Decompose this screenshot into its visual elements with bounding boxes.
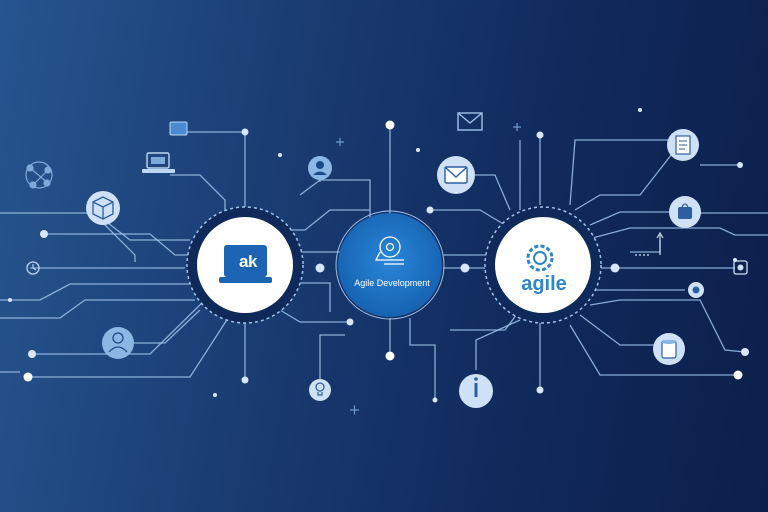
cylinder-icon — [653, 333, 685, 365]
line-l5 — [0, 299, 195, 319]
node-dot — [737, 162, 743, 168]
laptop-icon — [142, 152, 175, 173]
line-cr3 — [430, 209, 506, 226]
clock-icon — [26, 261, 40, 275]
line-r8 — [589, 299, 746, 353]
hub-right — [484, 206, 602, 324]
plus-mark — [350, 405, 359, 415]
person-icon — [102, 327, 134, 359]
cube-icon — [86, 191, 120, 225]
headset-icon — [374, 236, 404, 265]
line-l1 — [0, 212, 190, 241]
node-dot — [638, 108, 642, 112]
line-l7 — [28, 314, 231, 378]
node-dot — [460, 263, 470, 273]
line-l18 — [279, 309, 350, 323]
right-hub-label: agile — [521, 273, 567, 295]
line-l2 — [44, 233, 200, 256]
node-dot — [733, 370, 743, 380]
line-r10 — [569, 324, 738, 376]
bag-icon — [669, 196, 701, 228]
gear-icon — [526, 244, 554, 272]
node-dot — [432, 397, 438, 403]
node-dot — [8, 298, 12, 302]
lightbulb-icon — [309, 379, 331, 401]
node-dot — [426, 206, 434, 214]
node-dots — [8, 108, 749, 403]
line-r3 — [589, 211, 670, 226]
line-l4 — [0, 283, 190, 301]
hub-center-ring — [335, 210, 445, 320]
node-dot — [315, 263, 325, 273]
line-l12 — [180, 131, 246, 212]
node-dot — [40, 230, 48, 238]
line-l10 — [99, 219, 136, 262]
user-icon — [308, 156, 332, 180]
laptop-icon — [219, 245, 272, 283]
node-dot — [278, 153, 282, 157]
node-dot — [536, 131, 544, 139]
line-cr7 — [450, 309, 521, 331]
line-r1 — [574, 149, 676, 211]
laptop-screen-text: ak — [239, 252, 257, 271]
line-c3 — [319, 334, 345, 390]
folder-icon — [169, 121, 188, 136]
node-dot — [23, 372, 33, 382]
line-l6 — [32, 299, 206, 355]
mail-icon — [437, 156, 475, 194]
line-r2 — [569, 139, 670, 206]
line-l15 — [299, 179, 371, 232]
line-cr4 — [470, 174, 511, 211]
hub-center — [335, 210, 445, 320]
hub-right-disc — [495, 217, 591, 313]
line-r9 — [579, 314, 660, 346]
center-hub-label: Agile Development — [354, 278, 430, 288]
line-c4 — [409, 318, 436, 400]
hub-center-disc — [338, 213, 442, 317]
node-dot — [741, 348, 749, 356]
chart-icon — [635, 231, 664, 256]
line-r12 — [630, 240, 661, 253]
line-l17 — [296, 282, 331, 312]
line-cr8 — [475, 319, 521, 370]
email-icon — [457, 112, 483, 131]
network-icon — [25, 161, 53, 189]
circuit-lines — [0, 125, 768, 400]
camera-icon — [733, 260, 748, 275]
node-dot — [416, 148, 420, 152]
line-r5 — [584, 227, 768, 241]
document-icon — [667, 129, 699, 161]
info-icon — [459, 374, 493, 408]
node-dot — [346, 318, 354, 326]
node-dot — [385, 351, 395, 361]
node-dot — [610, 263, 620, 273]
line-l11 — [170, 174, 226, 212]
node-dot — [241, 128, 249, 136]
node-dot — [536, 386, 544, 394]
globe-icon — [688, 282, 704, 298]
plus-mark — [513, 123, 521, 131]
node-dot — [28, 350, 36, 358]
plus-mark — [336, 138, 344, 146]
node-dot — [385, 120, 395, 130]
sparkles — [336, 123, 521, 415]
node-dot — [213, 393, 217, 397]
hub-left — [186, 206, 304, 324]
node-dot — [241, 376, 249, 384]
